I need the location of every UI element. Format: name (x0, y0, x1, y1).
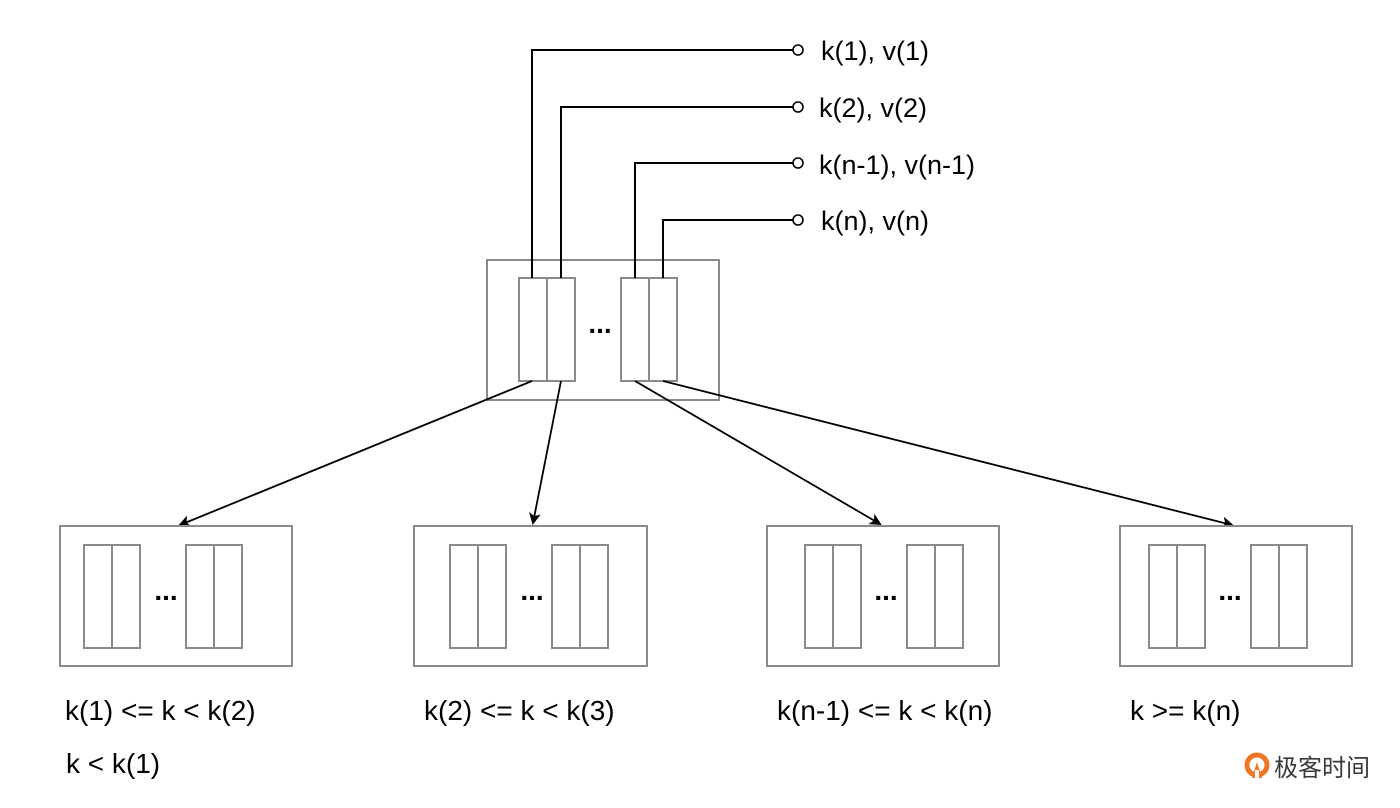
child-key-cell (185, 544, 215, 649)
terminal-entry-4 (792, 214, 804, 226)
range-label-2: k(2) <= k < k(3) (424, 695, 615, 726)
range-label-1-extra: k < k(1) (66, 748, 160, 779)
child-key-cell (477, 544, 507, 649)
child-node-3: ... (766, 525, 1000, 667)
wire-entry-4 (662, 219, 793, 278)
watermark: 极客时间 (1244, 752, 1370, 782)
root-entry-labels: k(1), v(1) k(2), v(2) k(n-1), v(n-1) k(n… (819, 36, 975, 236)
child-key-cell (111, 544, 141, 649)
range-labels: k(1) <= k < k(2) k < k(1) k(2) <= k < k(… (65, 695, 1240, 779)
child-key-cell (579, 544, 609, 649)
entry-label-3: k(n-1), v(n-1) (819, 150, 975, 180)
child-ellipsis: ... (1218, 575, 1241, 606)
entry-label-4: k(n), v(n) (821, 206, 929, 236)
child-node-1: ... (59, 525, 293, 667)
entry-label-1: k(1), v(1) (821, 36, 929, 66)
terminal-entry-1 (792, 44, 804, 56)
child-key-cell (804, 544, 834, 649)
range-label-1: k(1) <= k < k(2) (65, 695, 256, 726)
watermark-text: 极客时间 (1274, 754, 1370, 782)
child-key-cell (83, 544, 113, 649)
wire-entry-2 (560, 106, 793, 278)
child-key-cell (213, 544, 243, 649)
child-node-2: ... (413, 525, 648, 667)
root-entry-wires (531, 44, 804, 278)
edge-child-3 (634, 380, 882, 526)
child-key-cell (1250, 544, 1280, 649)
wire-entry-3 (634, 162, 793, 278)
child-ellipsis: ... (874, 575, 897, 606)
terminal-entry-2 (792, 101, 804, 113)
edge-child-4 (662, 380, 1234, 529)
child-ellipsis: ... (520, 575, 543, 606)
child-ellipsis: ... (154, 575, 177, 606)
child-key-cell (449, 544, 479, 649)
root-key-cell-2 (546, 277, 576, 382)
root-node: ... (486, 259, 720, 401)
root-ellipsis: ... (588, 308, 611, 339)
child-key-cell (1278, 544, 1308, 649)
terminal-entry-3 (792, 157, 804, 169)
edge-child-1 (178, 380, 533, 527)
range-label-4: k >= k(n) (1130, 695, 1240, 726)
edge-child-2 (529, 380, 562, 525)
child-key-cell (551, 544, 581, 649)
child-key-cell (906, 544, 936, 649)
wire-entry-1 (531, 49, 793, 278)
root-key-cell-3 (620, 277, 650, 382)
child-node-4: ... (1119, 525, 1353, 667)
child-key-cell (934, 544, 964, 649)
child-edges (178, 380, 1234, 529)
child-key-cell (1148, 544, 1178, 649)
root-key-cell-4 (648, 277, 678, 382)
range-label-3: k(n-1) <= k < k(n) (777, 695, 993, 726)
entry-label-2: k(2), v(2) (819, 93, 927, 123)
root-key-cell-1 (518, 277, 548, 382)
geektime-logo-icon (1244, 752, 1270, 779)
child-key-cell (832, 544, 862, 649)
child-key-cell (1176, 544, 1206, 649)
